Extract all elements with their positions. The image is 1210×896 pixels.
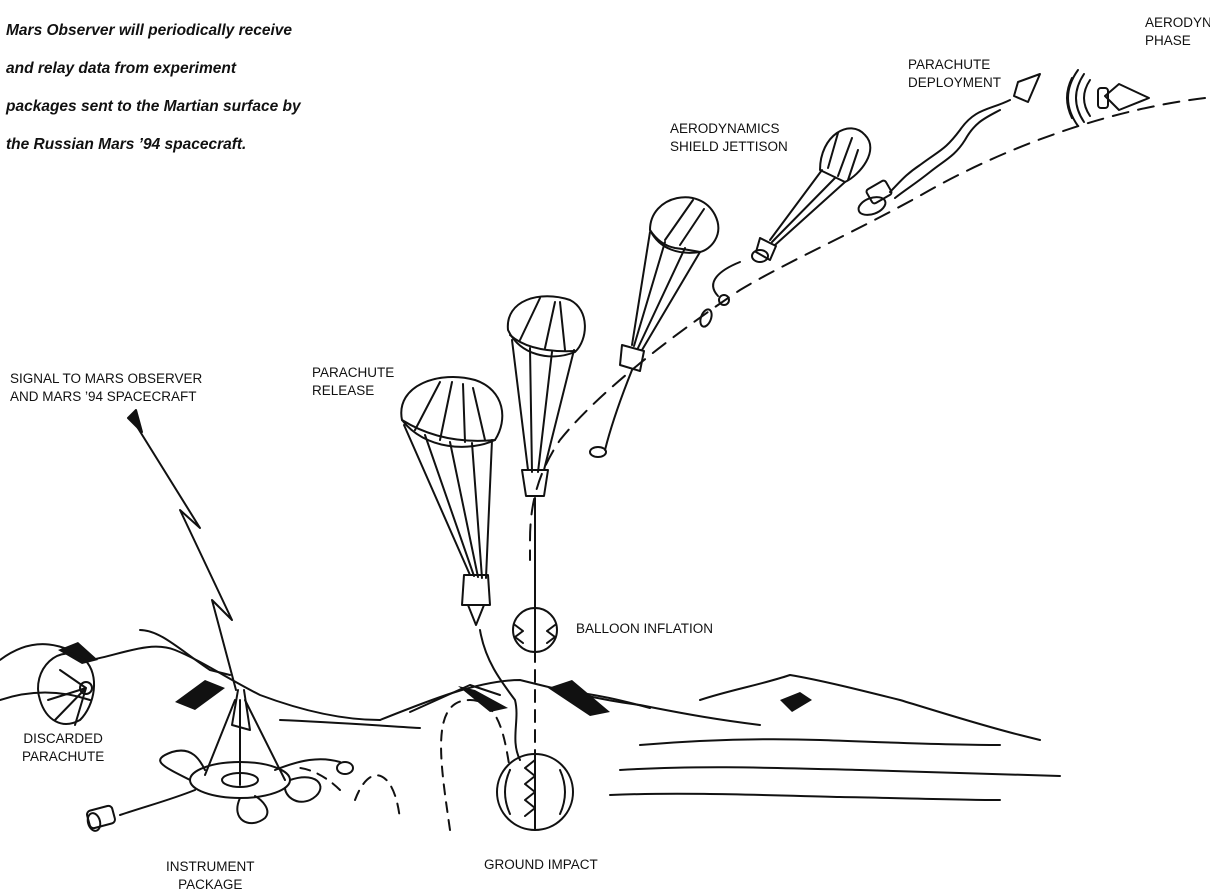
parachute-deployment-stage bbox=[856, 74, 1040, 218]
label-shield-jettison: AERODYNAMICS SHIELD JETTISON bbox=[670, 120, 788, 156]
ridge-shadows bbox=[58, 642, 812, 716]
aerodynamic-phase-capsule bbox=[1067, 70, 1149, 126]
balloon-inflation bbox=[513, 608, 557, 652]
label-instrument-package: INSTRUMENT PACKAGE bbox=[166, 858, 255, 894]
label-parachute-deployment: PARACHUTE DEPLOYMENT bbox=[908, 56, 1001, 92]
label-aerodynamic-phase: AERODYNAMIC PHASE bbox=[1145, 14, 1210, 50]
label-discarded-parachute: DISCARDED PARACHUTE bbox=[22, 730, 104, 766]
discarded-parachute bbox=[38, 654, 94, 725]
label-signal: SIGNAL TO MARS OBSERVER AND MARS ’94 SPA… bbox=[10, 370, 202, 406]
bounce-arc-1 bbox=[441, 700, 510, 830]
label-balloon-inflation: BALLOON INFLATION bbox=[576, 620, 713, 638]
parachute-stage-middle bbox=[508, 296, 585, 610]
parachute-stage-upper bbox=[590, 197, 718, 457]
descent-trajectory bbox=[530, 98, 1205, 560]
ground-impact-balloon bbox=[497, 754, 573, 830]
label-parachute-release: PARACHUTE RELEASE bbox=[312, 364, 394, 400]
label-ground-impact: GROUND IMPACT bbox=[484, 856, 598, 874]
parachute-release-stage bbox=[401, 377, 520, 760]
bounce-arc-2 bbox=[355, 775, 400, 820]
terrain bbox=[0, 630, 1060, 800]
shield-jettison-parachute bbox=[698, 128, 870, 328]
